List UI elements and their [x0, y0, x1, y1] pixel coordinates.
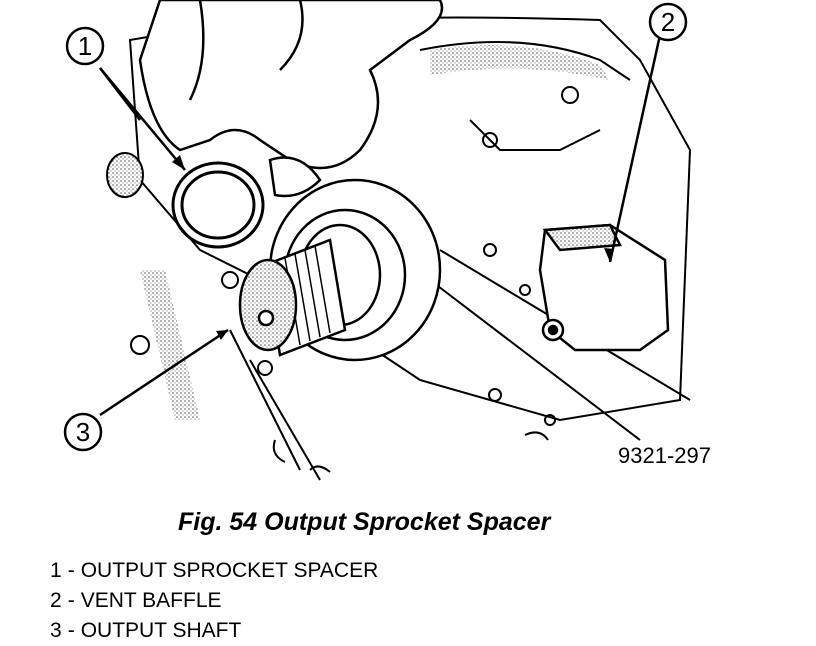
callout-1: 1	[65, 26, 105, 66]
figure-code: 9321-297	[618, 443, 711, 468]
figure-caption: Fig. 54 Output Sprocket Spacer	[178, 508, 551, 536]
output-shaft-assembly	[238, 178, 442, 362]
hand-illustration	[138, 0, 444, 198]
legend-label: OUTPUT SPROCKET SPACER	[80, 559, 379, 582]
vent-baffle	[538, 223, 670, 352]
legend-number: 2	[50, 589, 62, 612]
output-sprocket-spacer	[171, 161, 265, 249]
legend-label: VENT BAFFLE	[80, 589, 222, 612]
svg-text:3: 3	[76, 417, 90, 447]
svg-text:1: 1	[78, 31, 92, 61]
legend-item: 1-OUTPUT SPROCKET SPACER	[50, 559, 379, 582]
legend-label: OUTPUT SHAFT	[80, 619, 242, 642]
callout-leaders	[99, 34, 662, 417]
leader-arrowheads	[172, 155, 614, 340]
housing-shading	[106, 45, 610, 420]
legend-number: 1	[50, 559, 62, 582]
svg-text:2: 2	[661, 7, 675, 37]
legend-number: 3	[50, 619, 62, 642]
callout-3: 3	[63, 412, 103, 452]
legend-item: 3-OUTPUT SHAFT	[50, 619, 242, 642]
legend-item: 2-VENT BAFFLE	[50, 589, 222, 612]
parts-legend: 1-OUTPUT SPROCKET SPACER 2-VENT BAFFLE 3…	[50, 556, 378, 646]
callout-2: 2	[648, 2, 688, 42]
technical-illustration: 1 2 3 9321-297	[63, 0, 711, 481]
